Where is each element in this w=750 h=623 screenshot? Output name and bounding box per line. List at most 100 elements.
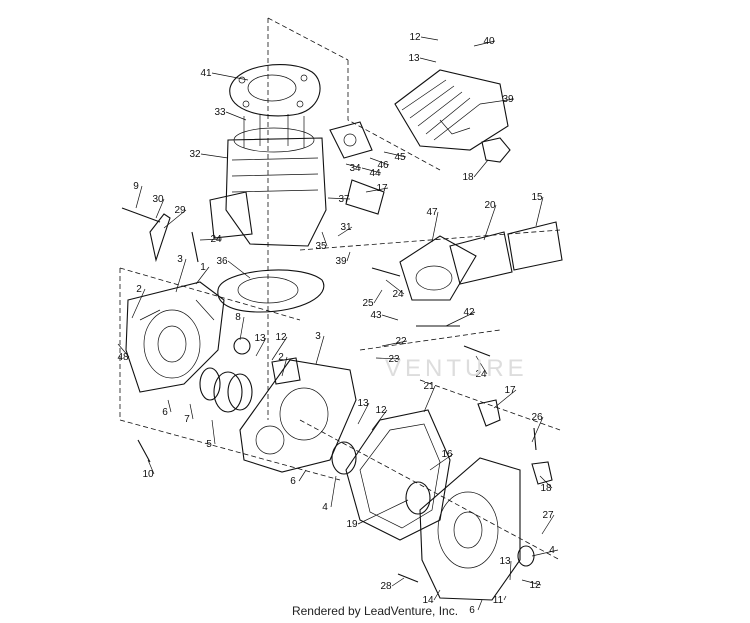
leader-line (315, 335, 325, 365)
callout-label: 22 (395, 336, 407, 347)
callout-label: 12 (529, 580, 541, 591)
callout-39: 39 (479, 94, 515, 105)
callout-label: 10 (142, 469, 154, 480)
leader-line (200, 153, 229, 159)
outer-cover (405, 457, 521, 601)
leader-line (479, 98, 515, 105)
callout-23: 23 (375, 354, 401, 365)
leader-line (541, 514, 555, 535)
callout-35: 35 (315, 231, 328, 252)
cylinder-head-gasket (229, 64, 321, 117)
callout-6: 6 (162, 399, 172, 418)
callout-13: 13 (408, 53, 437, 64)
callout-label: 24 (392, 289, 404, 300)
callout-13: 13 (254, 333, 267, 357)
callout-label: 32 (189, 149, 201, 160)
leader-line (281, 356, 288, 377)
leader-line (337, 226, 353, 237)
leader-line (531, 416, 544, 443)
bolts-and-studs (121, 207, 537, 583)
callout-label: 6 (162, 407, 168, 418)
callout-16: 16 (429, 449, 454, 471)
callout-3: 3 (175, 254, 187, 293)
callout-36: 36 (216, 256, 251, 279)
callout-label: 15 (531, 192, 543, 203)
leader-line (431, 211, 439, 243)
callout-label: 30 (152, 194, 164, 205)
callout-13: 13 (357, 398, 370, 425)
callout-label: 31 (340, 222, 352, 233)
callout-4: 4 (531, 545, 559, 557)
callout-label: 21 (423, 381, 435, 392)
callout-33: 33 (214, 107, 247, 121)
callout-label: 46 (377, 160, 389, 171)
leader-line (385, 279, 405, 295)
callout-25: 25 (362, 289, 383, 309)
callout-30: 30 (152, 194, 165, 219)
leader-line (375, 357, 401, 360)
exhaust-flange (329, 121, 385, 215)
callout-label: 18 (540, 483, 552, 494)
callout-21: 21 (423, 381, 436, 413)
callout-17: 17 (365, 183, 389, 194)
callout-42: 42 (445, 307, 476, 327)
callout-9: 9 (133, 181, 143, 209)
callout-label: 36 (216, 256, 228, 267)
cylinder-head (394, 69, 511, 163)
callout-label: 42 (463, 307, 475, 318)
leader-line (365, 187, 389, 193)
callout-label: 13 (499, 556, 511, 567)
callout-40: 40 (473, 36, 496, 47)
callout-label: 11 (493, 595, 504, 606)
callout-31: 31 (337, 222, 353, 237)
callout-19: 19 (346, 499, 409, 530)
callout-label: 1 (200, 262, 206, 273)
callout-8: 8 (235, 312, 245, 341)
left-crankcase (125, 281, 225, 393)
leader-line (531, 549, 559, 557)
leader-line (255, 337, 267, 357)
callout-43: 43 (370, 310, 399, 321)
leader-line (271, 336, 288, 361)
callout-label: 45 (394, 152, 406, 163)
leader-line (381, 314, 399, 321)
crankshaft-and-bearings (199, 337, 301, 413)
leader-line (445, 311, 476, 327)
callout-45: 45 (383, 151, 407, 163)
leader-line (345, 163, 362, 169)
callout-label: 24 (210, 234, 222, 245)
callout-22: 22 (381, 336, 408, 347)
callout-label: 37 (338, 194, 350, 205)
render-credit-footer: Rendered by LeadVenture, Inc. (291, 604, 459, 618)
leader-line (357, 499, 409, 525)
leader-line (483, 204, 497, 241)
callout-label: 16 (441, 449, 453, 460)
callout-label: 17 (504, 385, 516, 396)
leader-line (117, 343, 130, 358)
callout-3: 3 (315, 331, 325, 365)
callout-46: 46 (369, 157, 390, 171)
callout-10: 10 (142, 459, 155, 480)
leader-line (163, 209, 187, 229)
callout-6: 6 (469, 599, 483, 616)
callout-label: 7 (184, 414, 190, 425)
callout-label: 39 (335, 256, 347, 267)
callout-label: 28 (380, 581, 392, 592)
callout-34: 34 (345, 163, 362, 174)
callout-18: 18 (539, 475, 553, 494)
callout-label: 25 (362, 298, 374, 309)
callout-20: 20 (483, 200, 497, 241)
leader-line (189, 403, 194, 420)
leader-line (521, 579, 542, 586)
callout-label: 20 (484, 200, 496, 211)
leader-line (383, 151, 407, 158)
leadventure-watermark: VENTURE (385, 355, 528, 382)
leader-line (419, 57, 437, 63)
leader-line (330, 475, 337, 508)
callout-label: 3 (315, 331, 321, 342)
callout-label: 5 (206, 439, 212, 450)
callout-label: 17 (376, 183, 388, 194)
callout-label: 6 (290, 476, 296, 487)
callout-label: 43 (370, 310, 382, 321)
